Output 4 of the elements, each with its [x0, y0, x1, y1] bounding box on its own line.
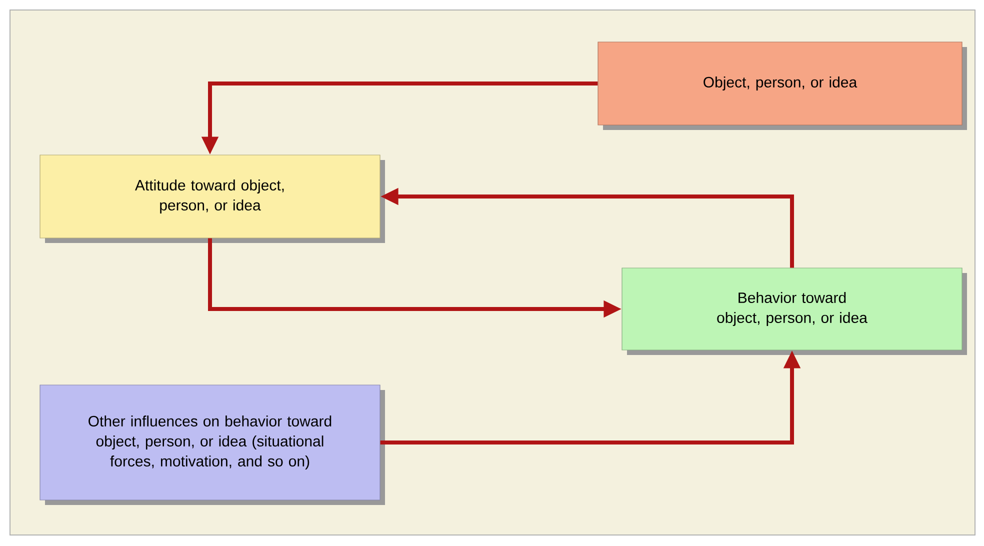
text-box: Other influences on behavior toward object, person, or idea (situational forces, motivation, and so on) [40, 384, 385, 505]
text-box: Attitude toward object, person, or idea [40, 154, 385, 243]
text-box: Object, person, or idea [598, 42, 968, 130]
text-box: Behavior toward object, person, or idea [622, 268, 968, 355]
